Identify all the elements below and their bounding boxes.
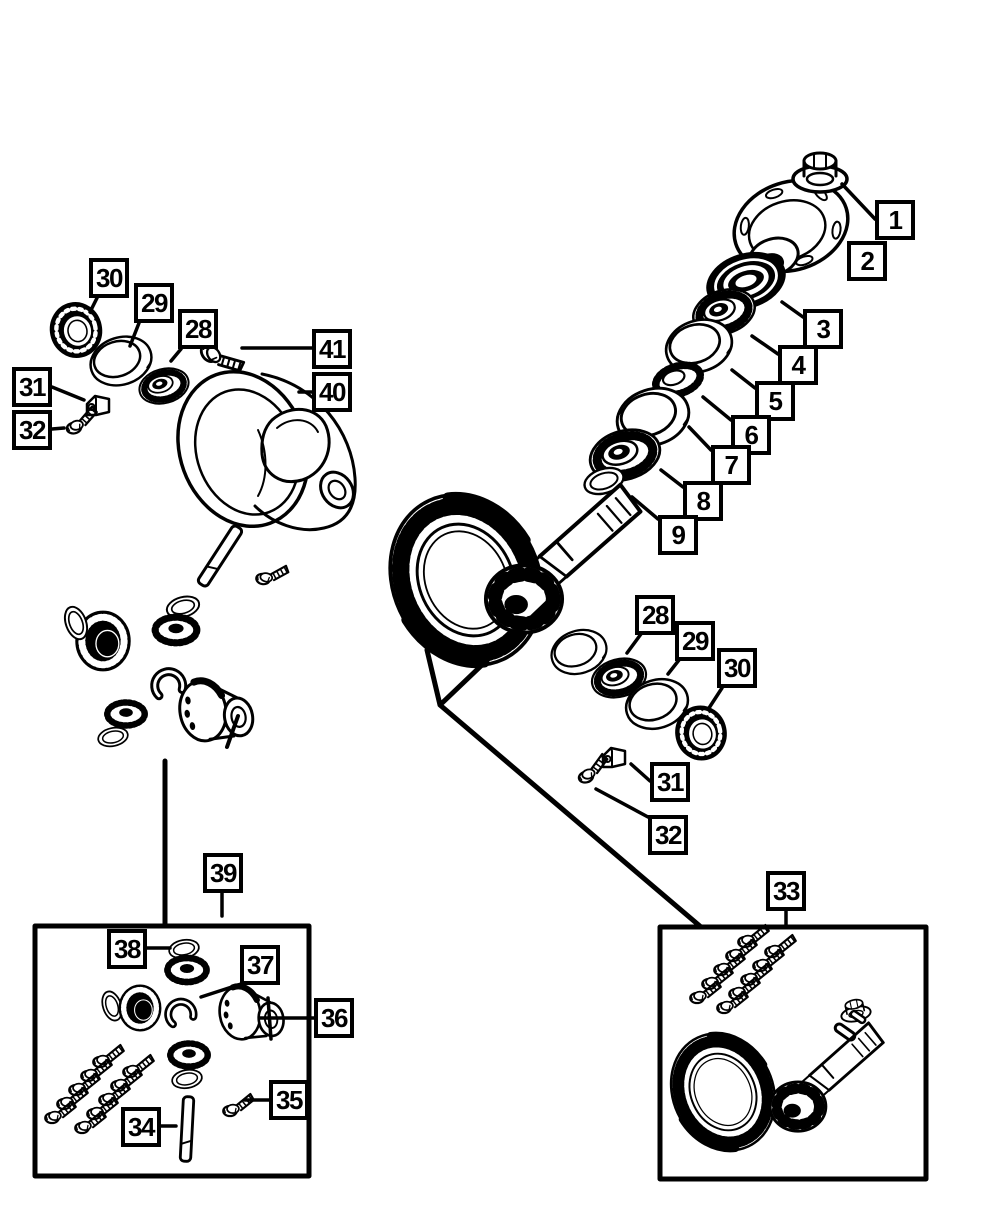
callout-5[interactable]: 5 bbox=[755, 381, 795, 421]
callout-41[interactable]: 41 bbox=[312, 329, 352, 369]
c-clip bbox=[152, 669, 185, 697]
callout-40[interactable]: 40 bbox=[312, 372, 352, 412]
kit-box-39-outline bbox=[32, 923, 312, 1179]
callout-9[interactable]: 9 bbox=[658, 515, 698, 555]
spider-gear-upper bbox=[155, 617, 197, 643]
callout-34[interactable]: 34 bbox=[121, 1107, 161, 1147]
clutch-hub bbox=[175, 673, 256, 746]
callout-35[interactable]: 35 bbox=[269, 1080, 309, 1120]
differential-case bbox=[176, 369, 357, 532]
callout-37[interactable]: 37 bbox=[240, 945, 280, 985]
callout-32-right[interactable]: 32 bbox=[648, 815, 688, 855]
callout-29-right[interactable]: 29 bbox=[675, 621, 715, 661]
callout-28-left[interactable]: 28 bbox=[178, 309, 218, 349]
callout-3[interactable]: 3 bbox=[803, 309, 843, 349]
callout-7[interactable]: 7 bbox=[711, 445, 751, 485]
diagram-artwork bbox=[32, 151, 929, 1182]
callout-29-left[interactable]: 29 bbox=[134, 283, 174, 323]
lock-bolt bbox=[254, 560, 291, 590]
retainer-bolt-left bbox=[62, 404, 101, 436]
callout-28-right[interactable]: 28 bbox=[635, 595, 675, 635]
kit-33-contents bbox=[652, 923, 883, 1168]
callout-39[interactable]: 39 bbox=[203, 853, 243, 893]
pinion-nut bbox=[791, 151, 849, 194]
kit-box-33-outline bbox=[657, 924, 929, 1182]
hub-shim bbox=[225, 714, 240, 749]
callout-31-left[interactable]: 31 bbox=[12, 367, 52, 407]
callout-8[interactable]: 8 bbox=[683, 481, 723, 521]
callout-leader-lines bbox=[50, 182, 877, 1128]
spider-gear-lower bbox=[107, 702, 144, 725]
callout-4[interactable]: 4 bbox=[778, 345, 818, 385]
cross-shaft bbox=[195, 522, 245, 590]
callout-33[interactable]: 33 bbox=[766, 871, 806, 911]
retainer-bolt-right bbox=[573, 751, 613, 786]
retainer-clip-left bbox=[85, 394, 111, 417]
callout-2[interactable]: 2 bbox=[847, 241, 887, 281]
callout-1[interactable]: 1 bbox=[875, 200, 915, 240]
callout-30-right[interactable]: 30 bbox=[717, 648, 757, 688]
callout-38[interactable]: 38 bbox=[107, 929, 147, 969]
callout-32-left[interactable]: 32 bbox=[12, 410, 52, 450]
callout-36[interactable]: 36 bbox=[314, 998, 354, 1038]
callout-30-left[interactable]: 30 bbox=[89, 258, 129, 298]
callout-31-right[interactable]: 31 bbox=[650, 762, 690, 802]
gear-set-connector-line bbox=[424, 598, 704, 930]
